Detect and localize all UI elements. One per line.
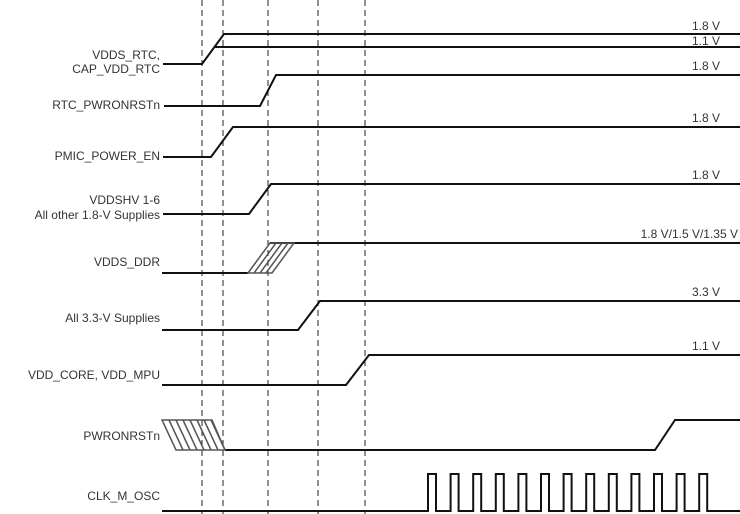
- voltage-label: 1.8 V: [692, 111, 720, 125]
- voltage-label: 1.8 V: [692, 59, 720, 73]
- vdds-rtc-1v8-waveform: [163, 33, 740, 65]
- signal-label: PMIC_POWER_EN: [55, 149, 160, 163]
- hatch-line: [196, 419, 212, 451]
- signal-label: VDDS_RTC,: [92, 48, 160, 62]
- signal-label: VDDS_DDR: [94, 255, 160, 269]
- signal-label: CLK_M_OSC: [87, 489, 160, 503]
- hatch-line: [175, 419, 191, 451]
- hatch-line: [189, 419, 205, 451]
- hatch-line: [253, 242, 277, 274]
- hatch-line: [182, 419, 198, 451]
- clk-m-osc-waveform: [162, 473, 740, 512]
- signal-label: VDDSHV 1-6: [89, 193, 160, 207]
- hatch-line: [265, 242, 289, 274]
- vdds-ddr-waveform: [162, 242, 740, 274]
- supplies-3v3-waveform: [162, 300, 740, 331]
- signal-label: All 3.3-V Supplies: [65, 311, 160, 325]
- voltage-label: 1.8 V: [692, 19, 720, 33]
- timing-markers: [201, 0, 366, 514]
- voltage-label: 3.3 V: [692, 285, 720, 299]
- voltage-label: 1.1 V: [692, 339, 720, 353]
- hatch-line: [259, 242, 283, 274]
- signal-label: PWRONRSTn: [83, 429, 160, 443]
- voltage-label: 1.8 V: [692, 168, 720, 182]
- vdd-core-waveform: [162, 354, 740, 386]
- hatch-line: [203, 419, 219, 451]
- rtc-pwronrstn-waveform: [164, 74, 740, 107]
- hatch-line: [168, 419, 184, 451]
- pwronrstn-waveform: [225, 419, 740, 451]
- waveforms: [160, 33, 740, 512]
- voltage-labels: 1.8 V 1.1 V 1.8 V 1.8 V 1.8 V 1.8 V/1.5 …: [641, 19, 738, 353]
- signal-label: CAP_VDD_RTC: [72, 62, 160, 76]
- vddshv-waveform: [163, 183, 740, 215]
- signal-labels: VDDS_RTC, CAP_VDD_RTC RTC_PWRONRSTn PMIC…: [28, 48, 160, 503]
- voltage-label: 1.8 V/1.5 V/1.35 V: [641, 227, 738, 241]
- voltage-label: 1.1 V: [692, 34, 720, 48]
- hatch-line: [210, 419, 226, 451]
- pmic-power-en-waveform: [163, 126, 740, 158]
- vdds-ddr-uncertainty-hatch: [246, 242, 296, 274]
- signal-label: RTC_PWRONRSTn: [52, 98, 160, 112]
- signal-label: VDD_CORE, VDD_MPU: [28, 368, 160, 382]
- signal-label: All other 1.8-V Supplies: [35, 208, 160, 222]
